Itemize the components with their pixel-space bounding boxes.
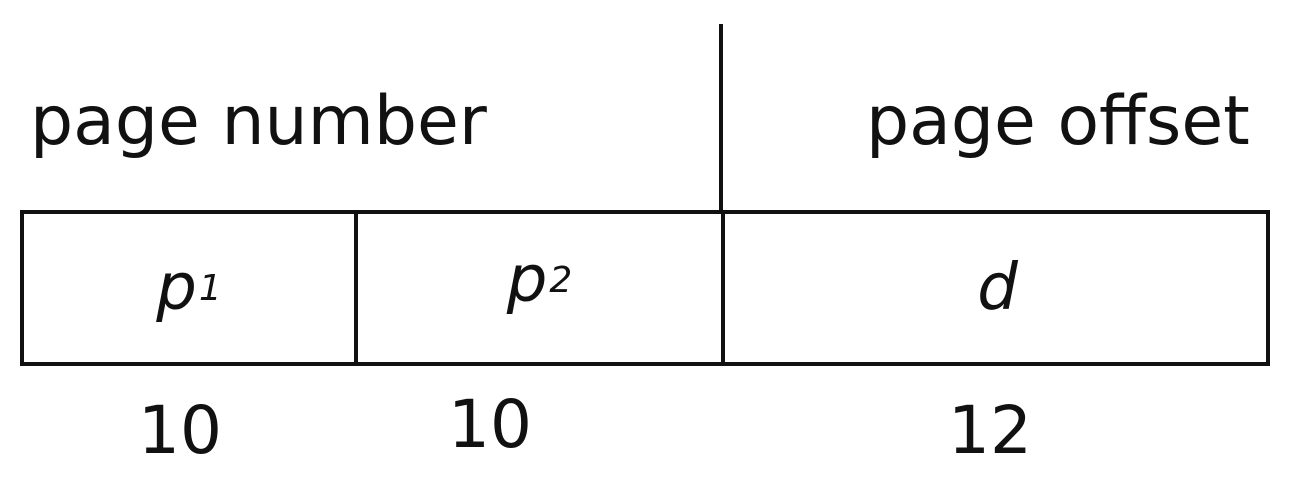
cell-divider-p2-d (721, 214, 725, 362)
cell-p1-subscript: 1 (198, 267, 222, 309)
cell-divider-p1-p2 (354, 210, 358, 366)
bits-d: 12 (948, 392, 1032, 469)
cell-d-symbol: d (977, 251, 1018, 325)
cell-p2-subscript: 2 (549, 259, 573, 301)
bits-p2: 10 (448, 386, 532, 463)
cell-d: d (725, 214, 1270, 362)
cell-p1-symbol: p (156, 251, 197, 325)
page-number-label: page number (30, 82, 487, 161)
page-offset-label: page offset (866, 82, 1250, 161)
cell-p2-symbol: p (506, 243, 548, 317)
number-offset-divider (719, 24, 723, 214)
bits-p1: 10 (138, 392, 222, 469)
